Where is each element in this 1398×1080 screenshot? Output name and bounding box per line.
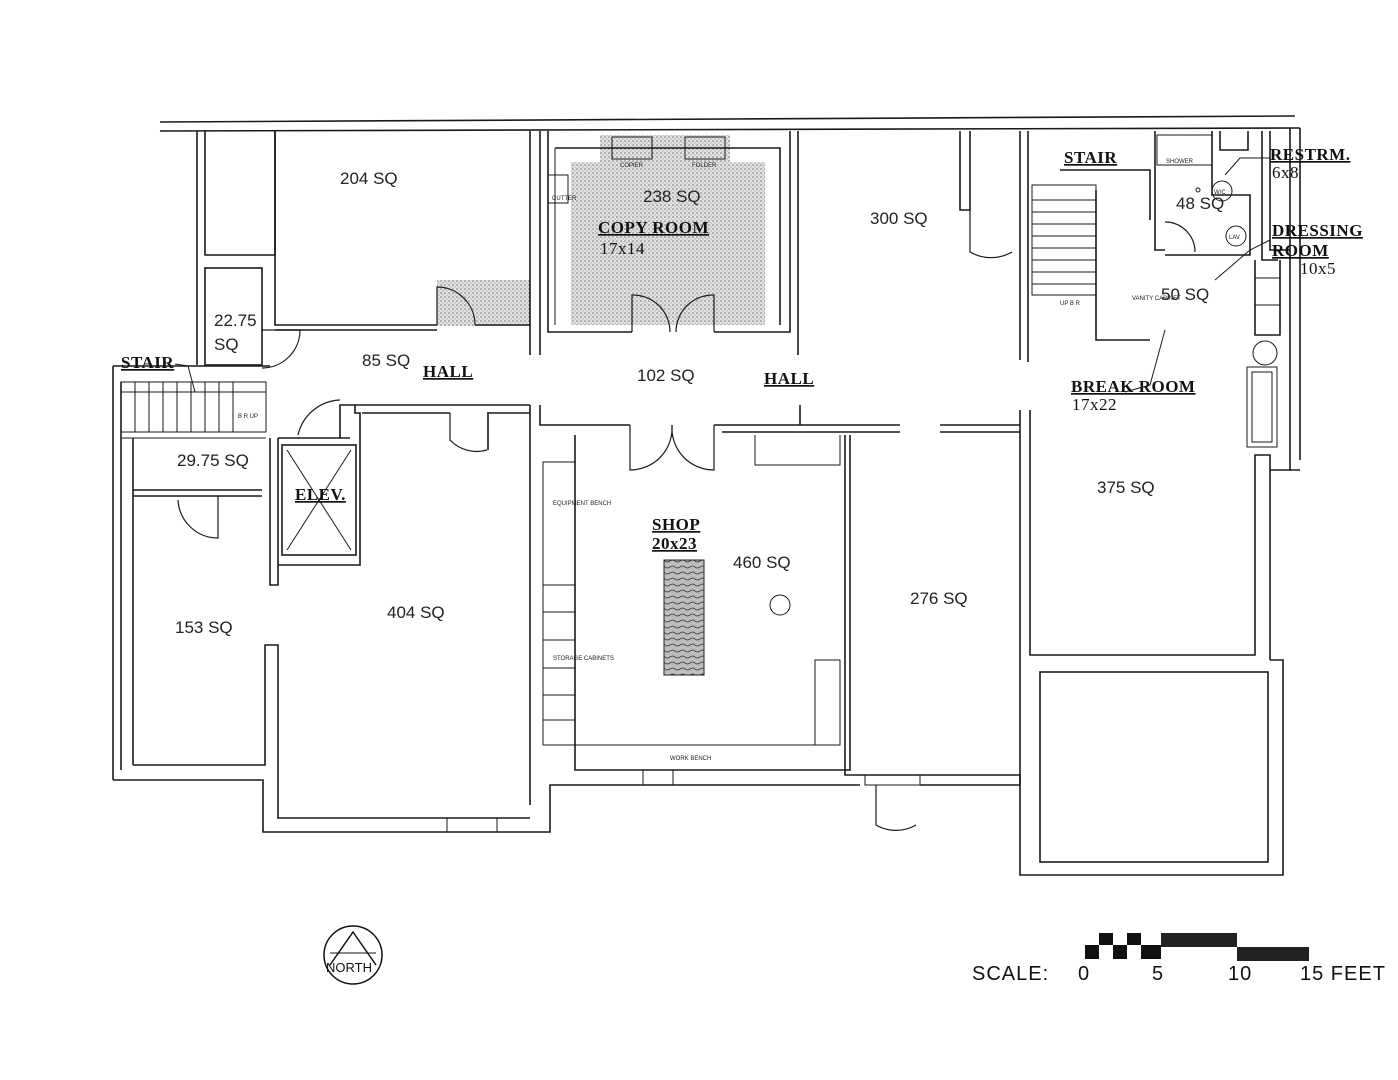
copier-note: COPIER [620,163,644,169]
dressing-dim: 10x5 [1300,259,1336,278]
area-50: 50 SQ [1161,285,1209,304]
stair-treads [121,199,1096,432]
scale-tick-5: 5 [1152,963,1164,985]
vanity-note: VANITY CABINET [1132,296,1181,302]
north-arrow: NORTH [323,925,383,985]
area-404: 404 SQ [387,603,445,622]
break-room-dim: 17x22 [1072,395,1117,414]
restroom-dim: 6x8 [1272,163,1299,182]
cutter-note: CUTTER [552,196,577,202]
area-238: 238 SQ [643,187,701,206]
restroom-label: RESTRM. [1270,145,1350,164]
scale-tick-15: 15 FEET [1300,963,1386,985]
shower-note: SHOWER [1166,159,1194,165]
room-areas: 204 SQ 238 SQ 300 SQ 48 SQ 50 SQ 22.75 S… [175,169,1224,637]
dressing-label-1: DRESSING [1272,221,1363,240]
area-204: 204 SQ [340,169,398,188]
restroom-fixtures [1195,180,1247,247]
stair-right-label: STAIR [1064,148,1117,167]
scale-tick-10: 10 [1228,963,1252,985]
hall-left-label: HALL [423,362,473,381]
folder-note: FOLDER [692,163,717,169]
area-300: 300 SQ [870,209,928,228]
storage-cabinets-note: STORAGE CABINETS [553,656,614,662]
copy-room-label: COPY ROOM [598,218,709,237]
scale-tick-0: 0 [1078,963,1090,985]
copy-room-dim: 17x14 [600,239,645,258]
area-22-75: 22.75 [214,311,257,330]
area-276: 276 SQ [910,589,968,608]
area-22-75-unit: SQ [214,335,239,354]
doors [177,210,1196,831]
lav-note: LAV [1229,235,1240,241]
area-153: 153 SQ [175,618,233,637]
stair-right-marks: UP B R [1060,301,1081,307]
compass-icon [323,925,383,985]
wc-note: W/C [1214,190,1226,196]
shop-dim: 20x23 [652,534,697,553]
stair-left-marks: B R UP [238,414,258,420]
area-29-75: 29.75 SQ [177,451,249,470]
leader-lines [174,157,1271,393]
area-375: 375 SQ [1097,478,1155,497]
work-bench-note: WORK BENCH [670,756,711,762]
room-names: COPY ROOM 17x14 STAIR RESTRM. 6x8 DRESSI… [121,145,1363,553]
shop-label: SHOP [652,515,700,534]
equipment-bench-note: EQUIPMENT BENCH [553,501,611,507]
elevator-label: ELEV. [295,485,346,504]
area-460: 460 SQ [733,553,791,572]
north-label: NORTH [326,960,372,975]
area-85: 85 SQ [362,351,410,370]
scale-label: SCALE: [972,963,1049,985]
copy-fixtures [547,136,726,204]
hall-right-label: HALL [764,369,814,388]
dressing-label-2: ROOM [1272,241,1329,260]
area-48: 48 SQ [1176,194,1224,213]
scale-bar: SCALE: 0 5 10 15 FEET [972,933,1386,985]
break-room-label: BREAK ROOM [1071,377,1195,396]
stair-left-label: STAIR [121,353,174,372]
area-102: 102 SQ [637,366,695,385]
copy-room-shading [437,135,765,326]
fixture-notes: COPIER FOLDER CUTTER SHOWER W/C LAV VANI… [238,159,1240,762]
